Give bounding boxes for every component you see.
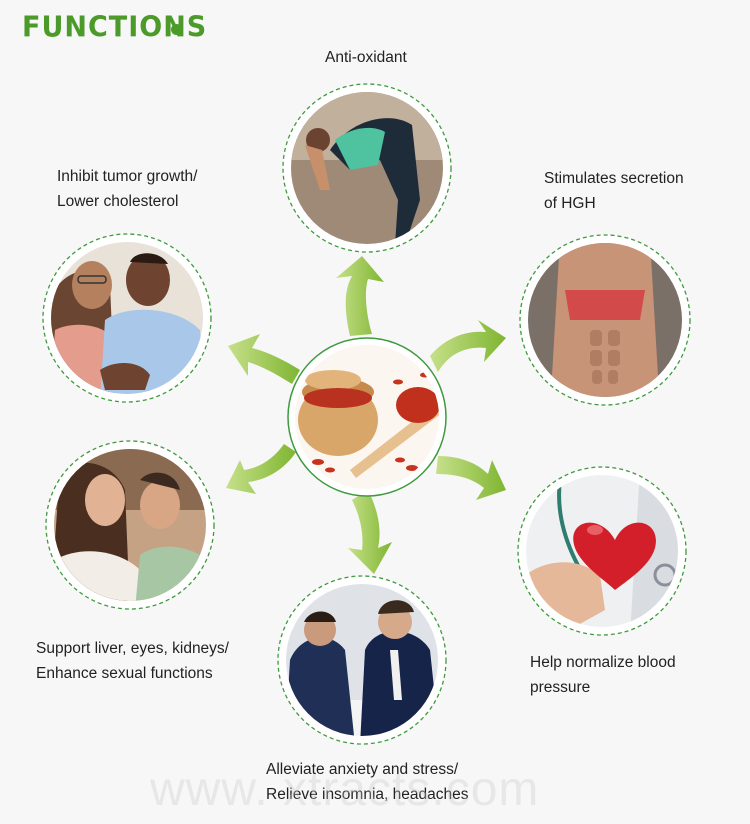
label-antioxidant: Anti-oxidant [325,45,407,70]
title-dot-icon [171,24,182,35]
arrow-upper-left [228,334,300,384]
tumor-cholesterol-image [42,233,212,403]
label-line: of HGH [544,195,596,212]
label-anxiety: Alleviate anxiety and stress/ Relieve in… [266,757,468,807]
anxiety-image [277,575,447,745]
label-line: Enhance sexual functions [36,665,213,682]
label-blood-pressure: Help normalize blood pressure [530,650,676,700]
label-line: Relieve insomnia, headaches [266,786,469,803]
sexual-functions-image [45,440,215,610]
arrow-top [336,256,384,336]
label-line: Lower cholesterol [57,193,179,210]
watermark: www. xtracts.com [150,763,540,816]
hgh-image [519,234,691,406]
label-sexual-functions: Support liver, eyes, kidneys/ Enhance se… [36,636,229,686]
blood-pressure-image [517,466,687,636]
label-line: Stimulates secretion [544,170,684,187]
center-goji-image [287,337,447,497]
arrow-lower-left [226,444,296,494]
label-hgh: Stimulates secretion of HGH [544,166,684,216]
arrow-lower-right [436,456,506,500]
label-line: Inhibit tumor growth/ [57,168,198,185]
label-line: Support liver, eyes, kidneys/ [36,640,229,657]
label-line: Alleviate anxiety and stress/ [266,761,459,778]
label-line: Anti-oxidant [325,49,407,66]
arrow-bottom [348,490,392,574]
antioxidant-image [282,83,452,253]
arrow-upper-right [430,320,506,372]
label-line: pressure [530,679,591,696]
label-tumor-cholesterol: Inhibit tumor growth/ Lower cholesterol [57,164,197,214]
label-line: Help normalize blood [530,654,676,671]
